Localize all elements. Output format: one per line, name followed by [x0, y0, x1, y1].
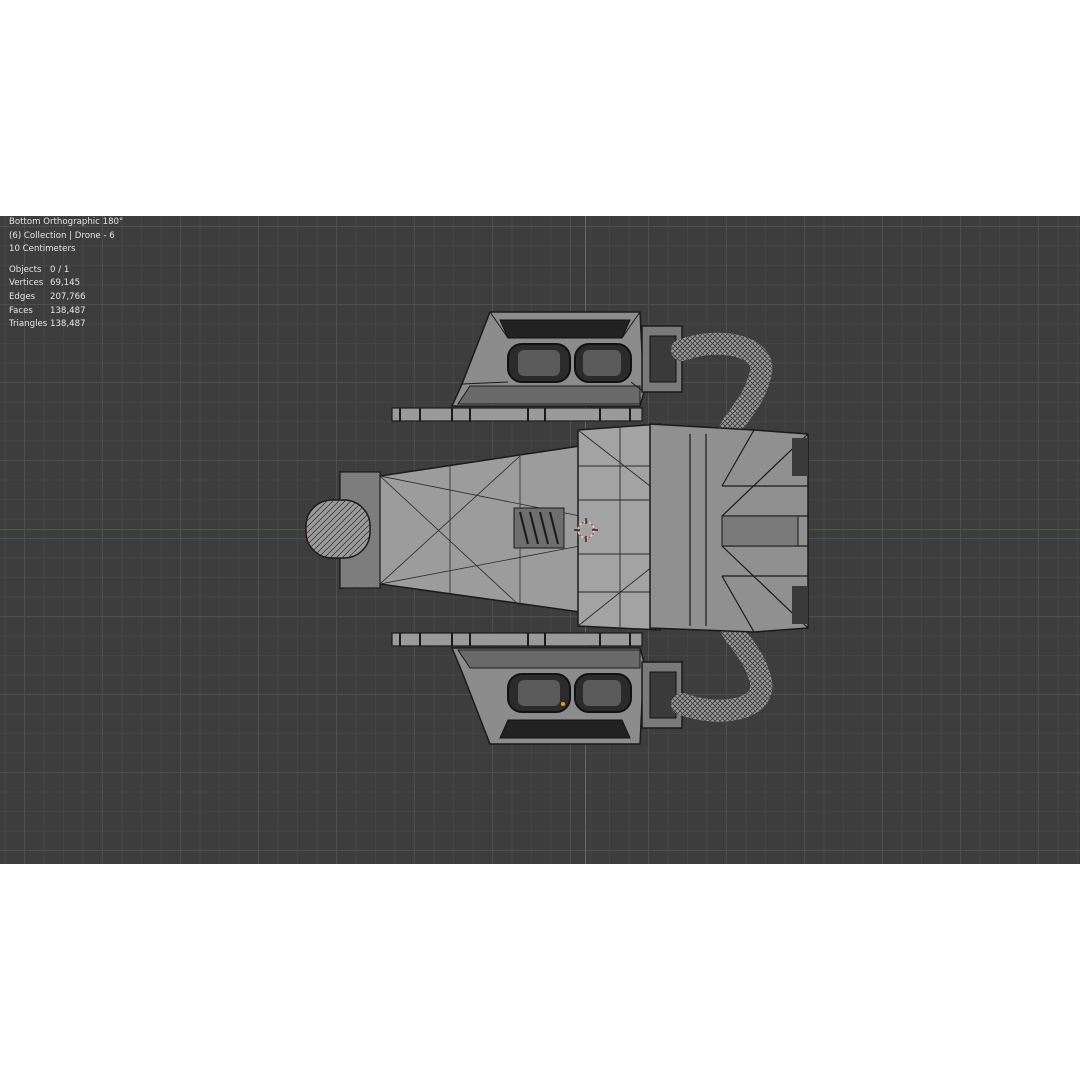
- stat-value: 138,487: [50, 319, 86, 330]
- collection-label: (6) Collection | Drone - 6: [9, 230, 115, 241]
- lower-rod: [391, 632, 643, 647]
- stat-label: Triangles: [9, 319, 48, 330]
- view-name: Bottom Orthographic 180°: [9, 217, 124, 227]
- 3d-cursor: [574, 518, 598, 542]
- stat-value: 69,145: [50, 278, 81, 289]
- main-body: [305, 423, 809, 633]
- lower-thruster: [450, 647, 683, 745]
- viewport-info-overlay: Bottom Orthographic 180° (6) Collection …: [9, 216, 123, 332]
- stat-label: Vertices: [9, 278, 44, 289]
- stat-row: Vertices 69,145: [9, 277, 123, 291]
- scene-statistics: Objects 0 / 1 Vertices 69,145 Edges 207,766…: [9, 264, 123, 332]
- upper-rod: [391, 407, 643, 422]
- stat-row: Objects 0 / 1: [9, 264, 123, 278]
- origin-point: [561, 702, 565, 706]
- upper-thruster: [450, 311, 683, 407]
- drone-mesh[interactable]: [0, 216, 1080, 864]
- stat-value: 0 / 1: [50, 264, 70, 275]
- grid-scale: 10 Centimeters: [9, 244, 76, 255]
- stat-label: Edges: [9, 291, 36, 302]
- stat-label: Faces: [9, 305, 33, 316]
- stat-value: 138,487: [50, 305, 86, 316]
- stat-row: Edges 207,766: [9, 291, 123, 305]
- stat-row: Faces 138,487: [9, 305, 123, 319]
- 3d-viewport[interactable]: Bottom Orthographic 180° (6) Collection …: [0, 216, 1080, 864]
- stat-value: 207,766: [50, 291, 86, 302]
- stat-label: Objects: [9, 264, 42, 275]
